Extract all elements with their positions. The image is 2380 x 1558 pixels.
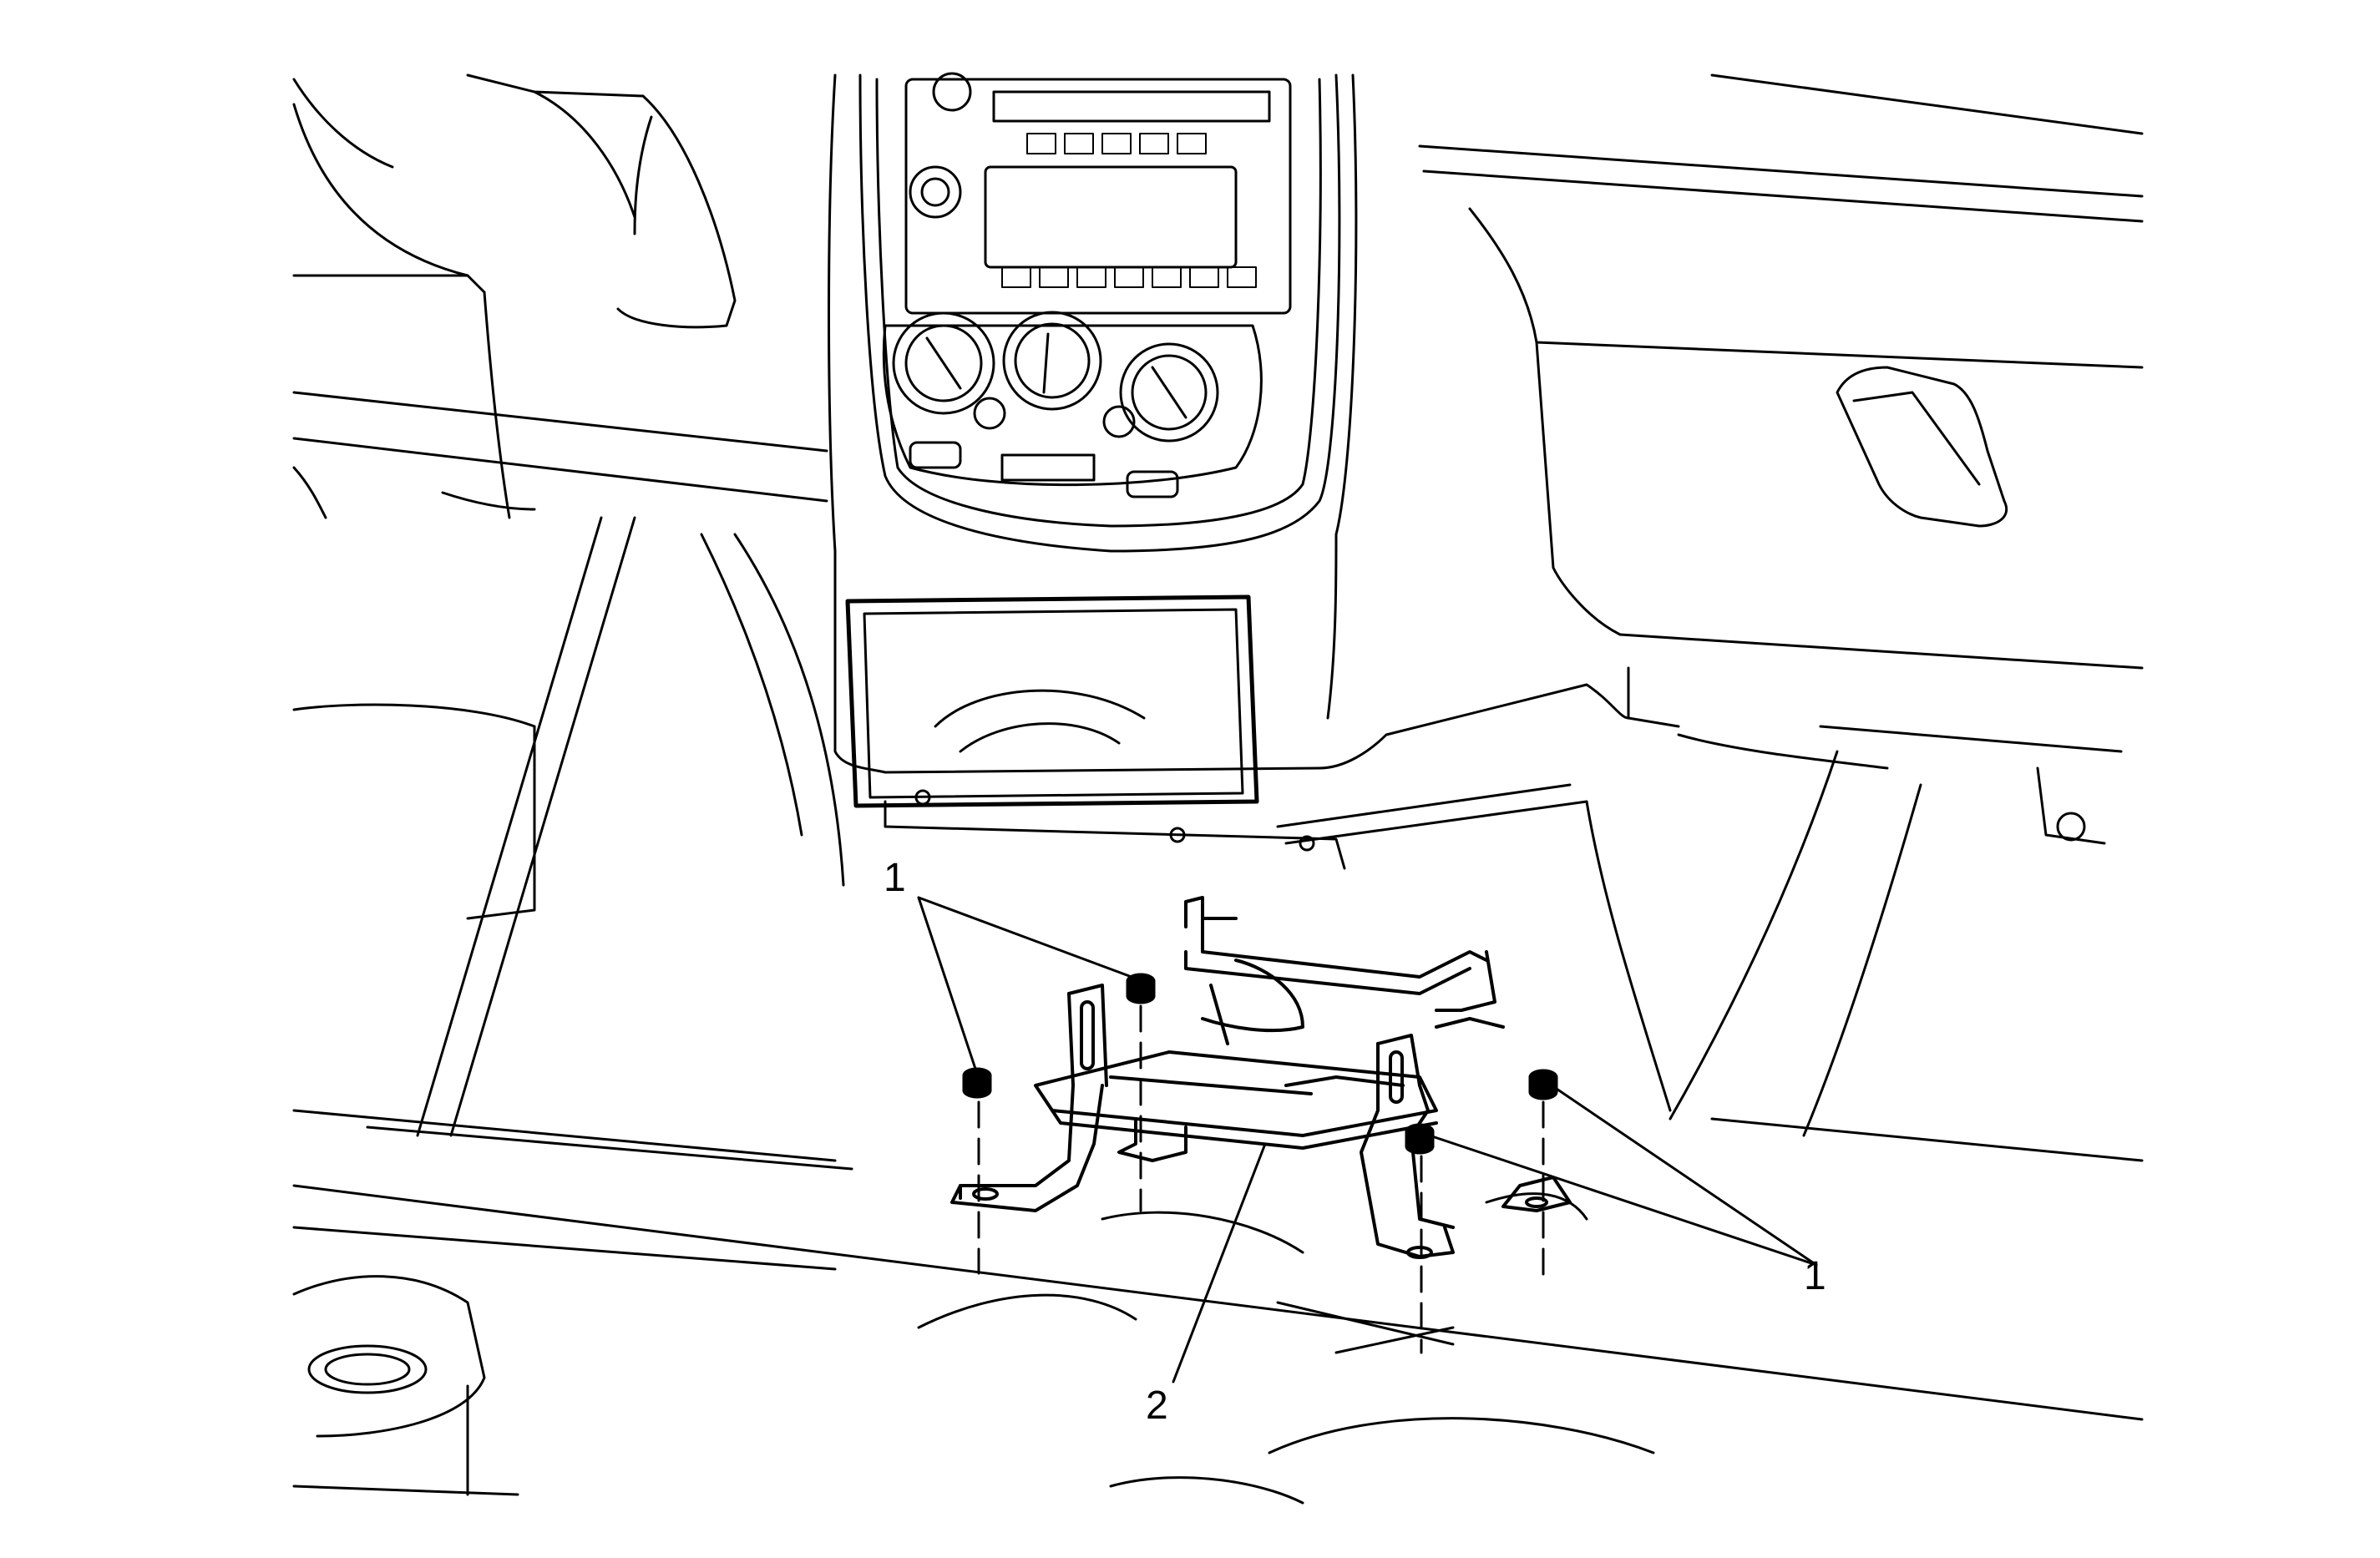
- callout-label-nuts-right: 1: [1804, 1254, 1826, 1298]
- install-centerlines: [977, 1004, 1545, 1354]
- console-bracket: [950, 896, 1572, 1259]
- callout-leaders: [917, 896, 1818, 1383]
- center-stack: [828, 72, 1630, 870]
- floor-outline: [292, 1117, 2144, 1505]
- dash-outline-right: [1418, 73, 2144, 1137]
- callout-label-bracket: 2: [1146, 1383, 1168, 1428]
- nut-rear-right: [1528, 1069, 1558, 1100]
- nut-front-right: [1405, 1123, 1435, 1155]
- nut-front-left: [962, 1067, 992, 1099]
- callout-label-nuts-upper: 1: [884, 856, 906, 900]
- nut-rear-left: [1126, 973, 1156, 1004]
- dash-outline-left: [292, 73, 853, 1171]
